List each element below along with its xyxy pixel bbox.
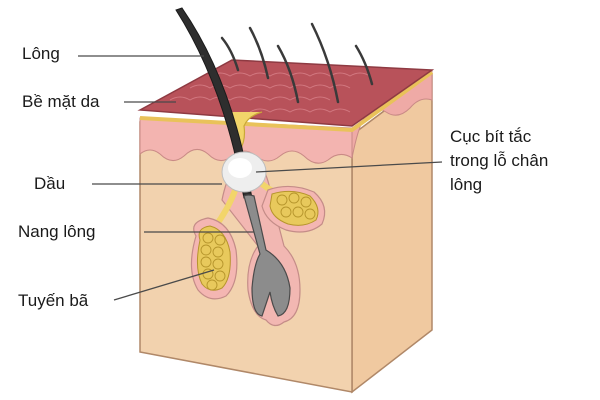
skin-surface-texture xyxy=(169,72,371,113)
line-clog xyxy=(255,161,443,173)
surface-hairs xyxy=(220,22,374,104)
label-clog-line2: trong lỗ chân xyxy=(450,151,549,170)
sebaceous-gland-left xyxy=(190,217,238,300)
label-hair: Lông xyxy=(22,44,60,63)
label-clog-line3: lông xyxy=(450,175,483,194)
label-clog-line1: Cục bít tắc xyxy=(450,127,532,146)
label-follicle: Nang lông xyxy=(18,222,96,241)
label-oil: Dầu xyxy=(34,174,66,193)
line-gland xyxy=(113,269,215,301)
dermis-layer-front xyxy=(139,117,353,164)
sebaceous-gland-right xyxy=(261,185,326,233)
dermis-layer-right xyxy=(351,69,433,159)
label-sebaceous-gland: Tuyến bã xyxy=(18,291,89,310)
hair-root xyxy=(243,194,291,317)
callout-lines xyxy=(78,55,443,301)
epidermis-line xyxy=(139,70,434,133)
label-skin-surface: Bề mặt da xyxy=(22,92,100,111)
